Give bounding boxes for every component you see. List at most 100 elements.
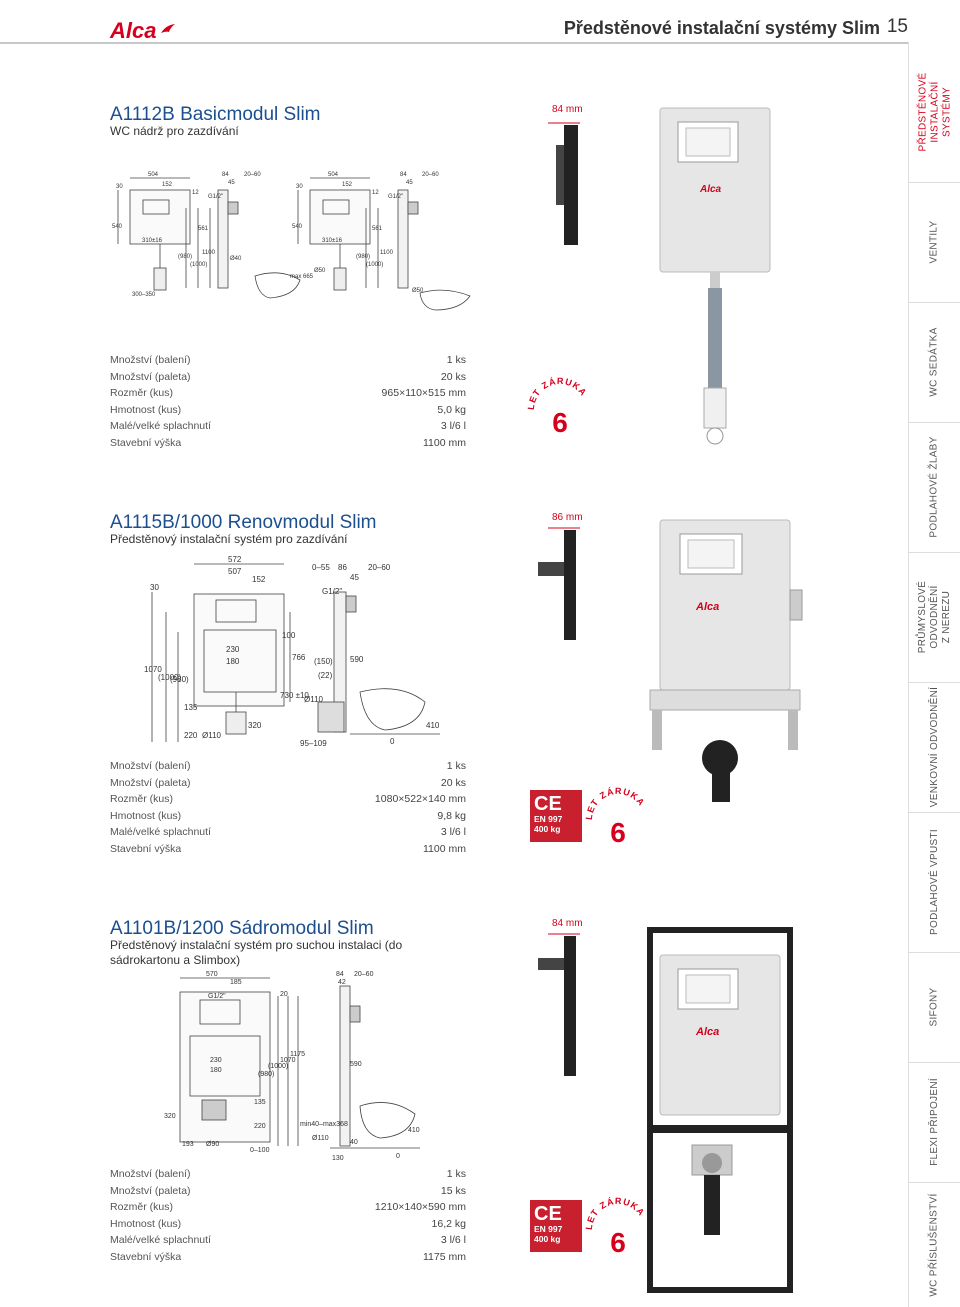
- svg-text:1100: 1100: [380, 250, 394, 256]
- svg-text:(980): (980): [170, 675, 189, 684]
- brand-name: Alca: [110, 18, 157, 43]
- svg-text:561: 561: [372, 226, 383, 232]
- svg-text:20–60: 20–60: [368, 563, 391, 572]
- sidebar-item-flexi-pripojeni[interactable]: FLEXI PŘIPOJENÍ: [929, 1078, 941, 1166]
- svg-text:G1/2": G1/2": [388, 194, 403, 200]
- svg-text:Ø40: Ø40: [230, 256, 242, 262]
- svg-text:95–109: 95–109: [300, 739, 327, 748]
- svg-text:20–60: 20–60: [422, 172, 439, 178]
- svg-text:193: 193: [182, 1141, 194, 1148]
- svg-text:G1/2": G1/2": [322, 587, 342, 596]
- header-rule: [0, 42, 908, 44]
- sidebar-item-podlahove-vpusti[interactable]: PODLAHOVÉ VPUSTI: [929, 829, 940, 935]
- svg-text:45: 45: [406, 180, 413, 186]
- svg-text:max 665: max 665: [290, 274, 314, 280]
- svg-text:0: 0: [390, 737, 395, 746]
- svg-text:Ø90: Ø90: [206, 1141, 219, 1148]
- svg-text:230: 230: [210, 1057, 222, 1064]
- svg-text:min40–max368: min40–max368: [300, 1121, 348, 1128]
- svg-text:30: 30: [116, 184, 123, 190]
- svg-text:410: 410: [426, 721, 440, 730]
- spec-row: Hmotnost (kus)16,2 kg: [110, 1217, 466, 1230]
- svg-text:1100: 1100: [202, 250, 216, 256]
- svg-text:0–55: 0–55: [312, 563, 330, 572]
- svg-text:20: 20: [280, 991, 288, 998]
- product-2-warranty-badge: LET ZÁRUKA 6: [584, 786, 646, 848]
- svg-text:220: 220: [184, 731, 198, 740]
- spec-row: Množství (balení)1 ks: [110, 760, 466, 772]
- svg-text:300–350: 300–350: [132, 292, 156, 298]
- svg-text:180: 180: [226, 657, 240, 666]
- spec-row: Množství (paleta)15 ks: [110, 1184, 466, 1197]
- svg-text:310±16: 310±16: [322, 238, 343, 244]
- svg-text:Alca: Alca: [699, 184, 722, 195]
- bird-icon: [161, 24, 176, 33]
- spec-row: Hmotnost (kus)5,0 kg: [110, 403, 466, 416]
- product-2-title: A1115B/1000 Renovmodul Slim: [110, 512, 377, 533]
- product-3-subtitle: Předstěnový instalační systém pro suchou…: [110, 938, 403, 967]
- sidebar-item-prumyslove-odvodneni[interactable]: PRŮMYSLOVÉ ODVODNĚNÍ Z NEREZU: [917, 580, 952, 654]
- svg-text:561: 561: [198, 226, 209, 232]
- alca-logo: Alca: [110, 18, 176, 44]
- svg-text:507: 507: [228, 567, 242, 576]
- svg-text:(1000): (1000): [268, 1063, 288, 1070]
- product-1-depth: 84 mm: [552, 104, 583, 115]
- svg-text:185: 185: [230, 979, 242, 986]
- sidebar-item-wc-sedatka[interactable]: WC SEDÁTKA: [929, 327, 940, 397]
- svg-text:540: 540: [292, 224, 303, 230]
- svg-text:1070: 1070: [144, 665, 162, 674]
- svg-text:152: 152: [162, 182, 173, 188]
- sidebar-item-wc-prislusenstvi[interactable]: WC PŘÍSLUŠENSTVÍ: [929, 1192, 940, 1297]
- product-2-subtitle: Předstěnový instalační systém pro zazdív…: [110, 532, 348, 546]
- product-2-specs: Množství (balení)1 ks Množství (paleta)2…: [110, 760, 466, 859]
- product-3-side-view: [538, 933, 580, 1076]
- svg-text:84: 84: [400, 172, 407, 178]
- svg-text:Ø50: Ø50: [412, 288, 424, 294]
- svg-text:(980): (980): [356, 254, 370, 260]
- svg-text:84: 84: [336, 971, 344, 978]
- product-1-specs: Množství (balení)1 ks Množství (paleta)2…: [110, 354, 466, 453]
- svg-text:6: 6: [552, 407, 568, 438]
- spec-row: Množství (paleta)20 ks: [110, 776, 466, 789]
- sidebar-item-podlahove-zlaby[interactable]: PODLAHOVÉ ŽLABY: [929, 436, 941, 538]
- svg-text:1070: 1070: [280, 1057, 296, 1064]
- svg-text:180: 180: [210, 1067, 222, 1074]
- svg-text:12: 12: [192, 190, 199, 196]
- sidebar-item-predstenove[interactable]: PŘEDSTĚNOVÉ INSTALAČNÍ SYSTÉMY: [917, 72, 952, 152]
- svg-text:504: 504: [328, 172, 339, 178]
- product-1-photo: Alca: [659, 107, 771, 445]
- svg-text:152: 152: [252, 575, 266, 584]
- svg-text:135: 135: [254, 1099, 266, 1106]
- product-3-photo: Alca: [647, 927, 793, 1293]
- sidebar-item-ventily[interactable]: VENTILY: [928, 220, 940, 264]
- svg-text:590: 590: [350, 1061, 362, 1068]
- sidebar-item-sifony[interactable]: SIFONY: [929, 987, 940, 1027]
- page-title: Předstěnové instalační systémy Slim: [563, 18, 880, 38]
- spec-row: Množství (paleta)20 ks: [110, 370, 466, 383]
- svg-text:G1/2": G1/2": [208, 194, 223, 200]
- svg-text:LET ZÁRUKA: LET ZÁRUKA: [526, 376, 589, 410]
- svg-text:152: 152: [342, 182, 353, 188]
- svg-text:320: 320: [164, 1113, 176, 1120]
- product-1-warranty-badge: LET ZÁRUKA 6: [526, 376, 589, 438]
- product-2-photo: Alca: [649, 519, 803, 802]
- sidebar-item-venkovni-odvodneni[interactable]: VENKOVNÍ ODVODNĚNÍ: [929, 686, 941, 808]
- product-1-technical-drawing: 504 152 84 45 20–60 30 540 310±16 (980) …: [112, 172, 471, 311]
- product-3-title: A1101B/1200 Sádromodul Slim: [110, 918, 374, 939]
- svg-text:Ø110: Ø110: [202, 731, 222, 740]
- svg-text:42: 42: [338, 979, 346, 986]
- product-2-depth: 86 mm: [552, 512, 583, 523]
- svg-text:Alca: Alca: [695, 601, 719, 613]
- svg-text:310±16: 310±16: [142, 238, 163, 244]
- spec-row: Rozměr (kus)1210×140×590 mm: [110, 1201, 466, 1213]
- product-3-depth: 84 mm: [552, 918, 583, 929]
- product-3-warranty-badge: LET ZÁRUKA 6: [584, 1196, 646, 1258]
- svg-text:20–60: 20–60: [354, 971, 374, 978]
- svg-text:410: 410: [408, 1127, 420, 1134]
